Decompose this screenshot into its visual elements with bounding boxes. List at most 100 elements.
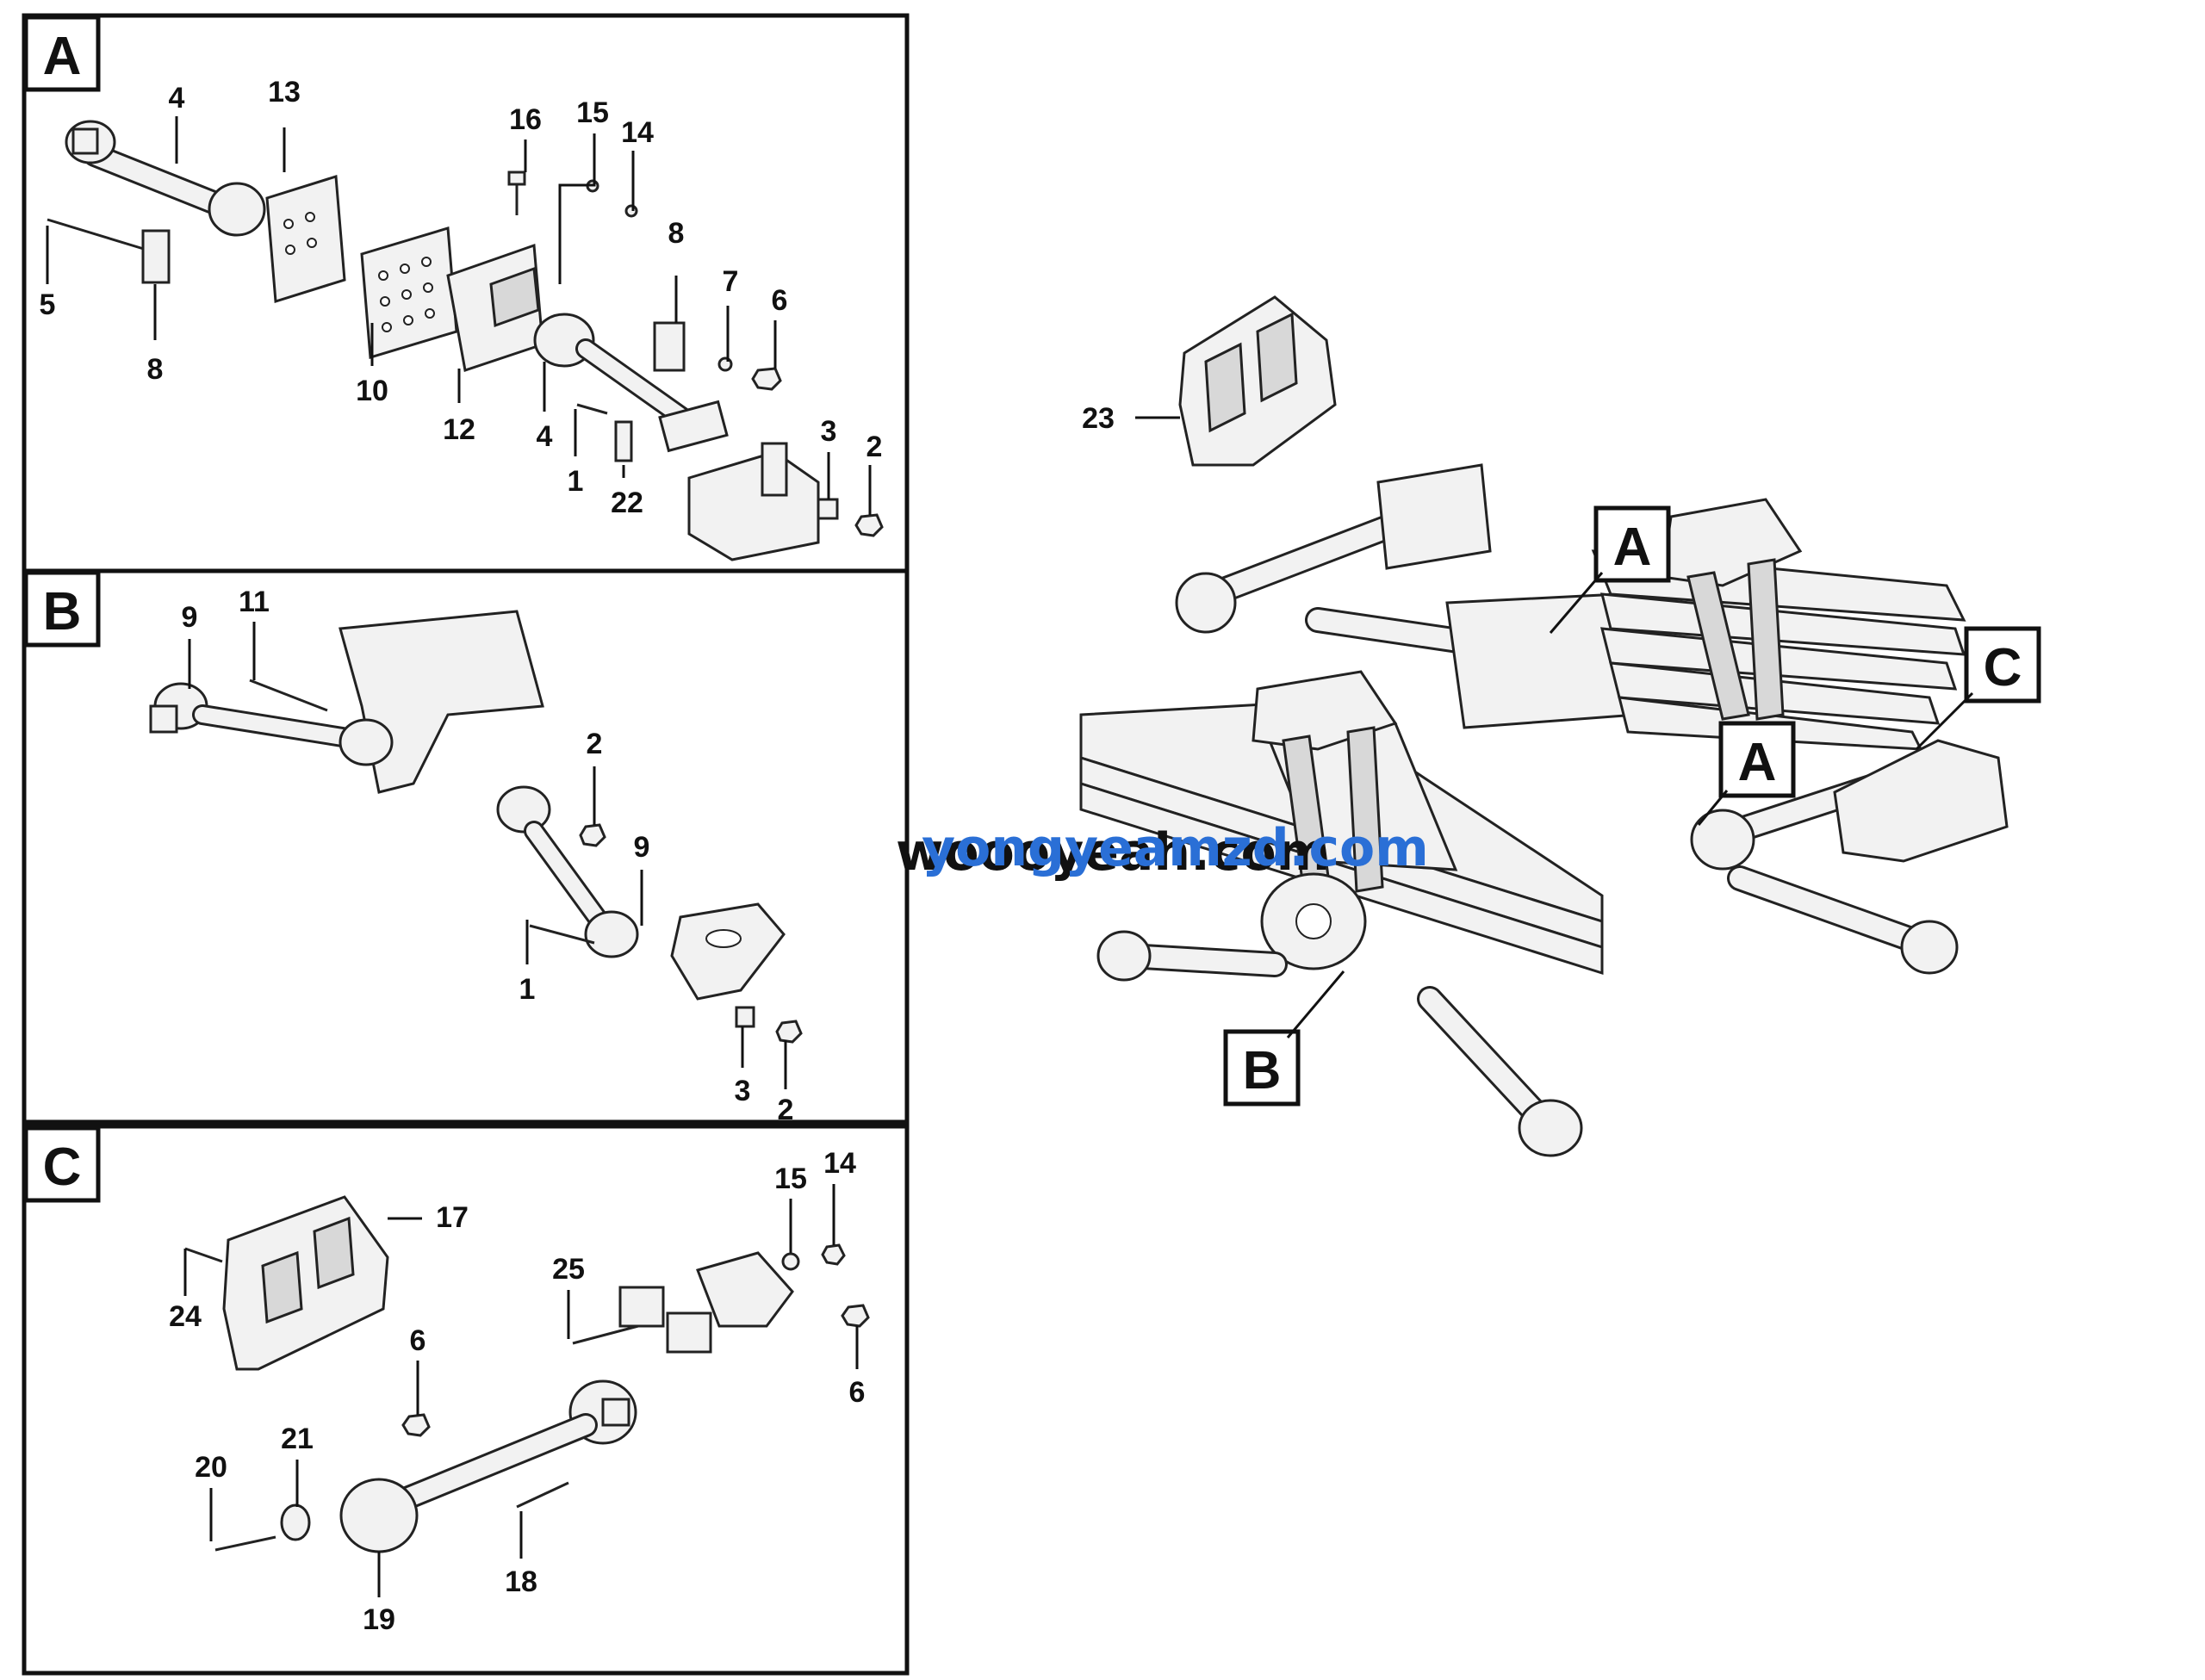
callout-c-18: 18 [505, 1565, 537, 1598]
rear-lower-rod-bushing [1900, 920, 1959, 975]
callout-a-3: 3 [821, 415, 837, 448]
watermark: woooyeah.com yongyeamzd.com [896, 818, 1429, 883]
u-bolt-rear-left [1686, 571, 1750, 721]
bracket-23-pad-right [1256, 312, 1298, 403]
leader-a1 [1549, 572, 1604, 634]
panel-c-label: C [43, 1138, 82, 1197]
bushing-9-lower [584, 910, 639, 958]
callout-c-15: 15 [774, 1162, 807, 1195]
torque-rod-upper [65, 120, 266, 237]
callout-a-13: 13 [268, 76, 301, 108]
bolt-16-head [507, 170, 526, 186]
callout-b-2-top: 2 [587, 728, 603, 760]
watermark-main: woooyeah.com [896, 822, 1330, 883]
clamp-8-left [141, 229, 171, 284]
callout-a-15: 15 [576, 96, 609, 129]
callout-c-24: 24 [169, 1300, 202, 1333]
nut-6-left [401, 1413, 431, 1437]
nut-6-right [841, 1304, 870, 1328]
rod-end-9 [149, 704, 178, 734]
callout-a-6: 6 [772, 284, 788, 317]
nut-14 [624, 204, 638, 218]
rear-crossmember-plate [1376, 463, 1492, 570]
spacer-21 [280, 1503, 311, 1541]
callout-a-7: 7 [723, 265, 739, 298]
axle-mount [670, 902, 786, 1001]
bracket-23-pad-left [1204, 342, 1246, 433]
callout-a-8-right: 8 [668, 217, 685, 250]
front-rod-bushing-left [1096, 930, 1152, 982]
overview-assembly: 23 A A C B [1079, 295, 2041, 1157]
u-bolt-rear-right [1747, 558, 1785, 721]
bolt-1 [576, 403, 608, 415]
callout-b-9-lower: 9 [634, 831, 650, 864]
bolt-1 [529, 924, 595, 945]
clamp-8-right [653, 321, 686, 372]
callout-c-19: 19 [363, 1603, 395, 1636]
panel-b-leaders [188, 622, 787, 1089]
callout-a-1: 1 [568, 465, 584, 498]
bolt-5 [47, 218, 147, 251]
washer-15 [781, 1252, 800, 1271]
panel-c-label-box [23, 1125, 101, 1203]
panel-b-label-box [23, 570, 101, 648]
bracket-12-inner [489, 266, 540, 328]
bolt-18 [516, 1481, 569, 1509]
bracket-23 [1178, 295, 1337, 467]
bracket-17-pad-left [261, 1250, 303, 1324]
leader-c [1915, 691, 1974, 751]
bracket-ear [761, 442, 788, 497]
callout-c-6-left: 6 [410, 1324, 426, 1357]
leader-b [1286, 970, 1345, 1038]
rear-rod-bushing [1175, 572, 1237, 634]
nut-2 [854, 513, 884, 537]
callout-b-3: 3 [735, 1075, 751, 1107]
axle-hub-center [1295, 903, 1332, 939]
clamp-block-upper [618, 1286, 665, 1328]
panel-a-label: A [43, 27, 82, 86]
callout-c-6-right: 6 [849, 1376, 866, 1409]
bolt-24 [184, 1247, 223, 1263]
rear-upper-rod-bushing [1690, 809, 1755, 871]
clamp-block-lower [666, 1311, 712, 1354]
callout-c-17: 17 [436, 1201, 469, 1234]
clip-22 [614, 420, 633, 462]
callout-a-22: 22 [611, 487, 643, 519]
callout-a-10: 10 [356, 375, 388, 407]
bolt-20 [214, 1535, 276, 1552]
callout-c-20: 20 [195, 1451, 227, 1484]
callout-b-9-top: 9 [182, 601, 198, 634]
bushing-9-right [339, 718, 394, 766]
panel-c-leaders [183, 1184, 859, 1597]
callout-b-2-bottom: 2 [778, 1094, 794, 1126]
callout-a-5: 5 [40, 288, 56, 321]
panel-b-label: B [43, 582, 82, 642]
rod-end-4 [658, 400, 729, 453]
u-bolt-front-right [1346, 726, 1384, 893]
bushing-19-left [339, 1478, 419, 1553]
overview-label-a2-box [1718, 721, 1796, 798]
panel-b: B 9 11 2 [22, 568, 910, 1126]
bolt-11 [249, 679, 328, 712]
panel-c-frame [22, 1124, 910, 1676]
overview-label-b-box [1223, 1029, 1301, 1107]
bushing-9-upper [496, 785, 551, 834]
callout-a-2: 2 [866, 431, 883, 463]
callout-23: 23 [1082, 402, 1115, 435]
overview-label-b: B [1243, 1041, 1282, 1100]
callout-b-11: 11 [239, 586, 270, 618]
rod-end-19 [601, 1398, 630, 1427]
callout-a-4-top: 4 [169, 82, 185, 115]
overview-label-c: C [1984, 638, 2022, 697]
spacer-3 [735, 1006, 755, 1028]
callout-b-1: 1 [519, 973, 536, 1006]
frame-bracket-c [1833, 739, 2009, 863]
mounting-plate-rear [265, 175, 346, 303]
panel-a-label-box [23, 15, 101, 92]
callout-a-16: 16 [509, 103, 542, 136]
watermark-overlay: yongyeamzd.com [922, 818, 1429, 878]
callout-c-14: 14 [823, 1147, 856, 1180]
callout-a-8-left: 8 [147, 353, 164, 386]
leader-a2 [1697, 790, 1729, 826]
